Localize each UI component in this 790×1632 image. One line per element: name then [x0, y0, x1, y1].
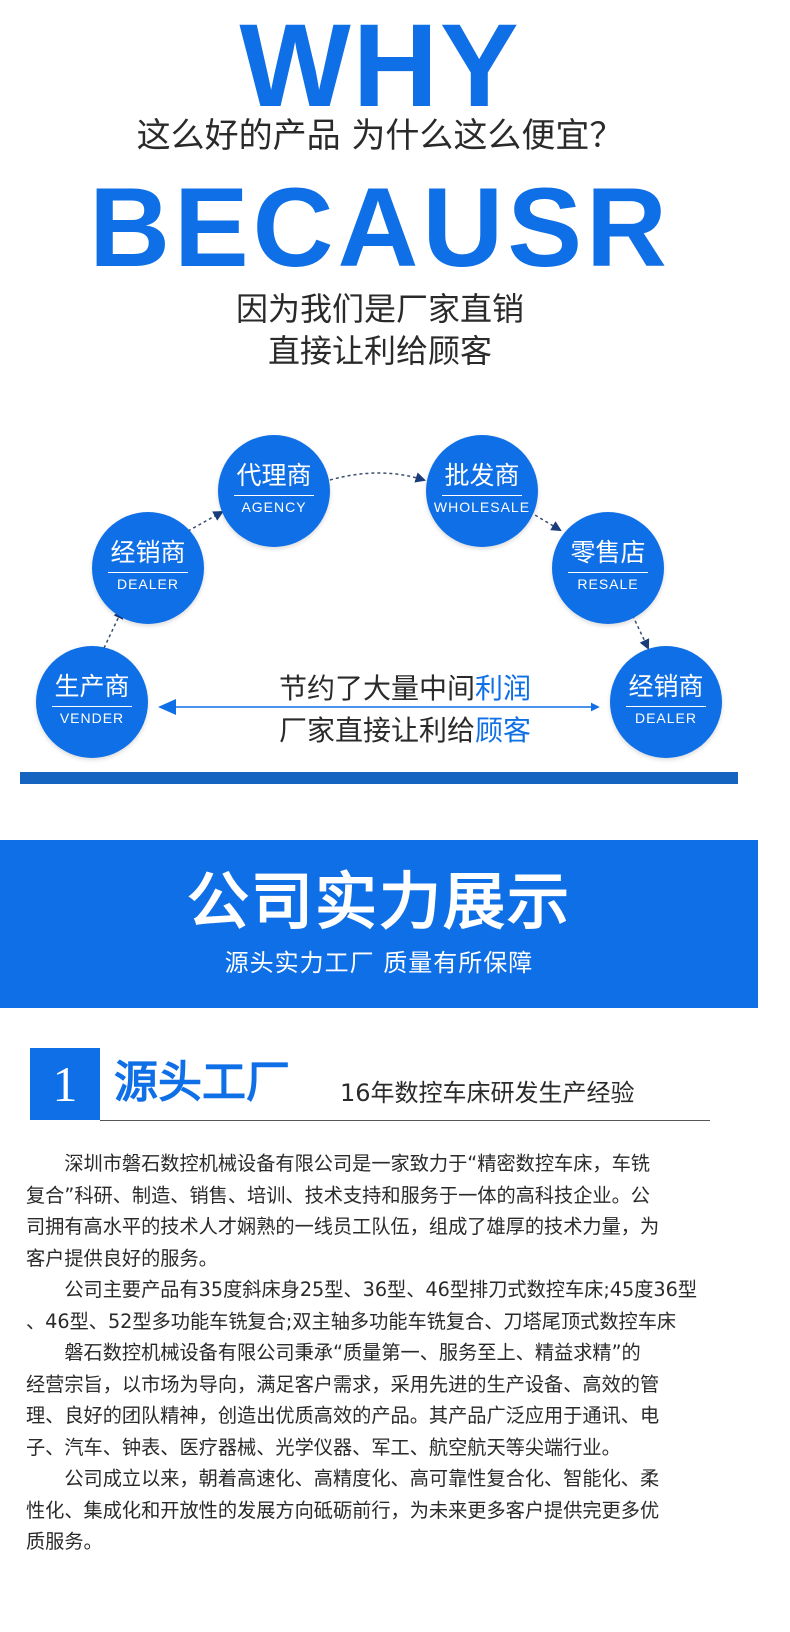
intro-line: 经营宗旨，以市场为导向，满足客户需求，采用先进的生产设备、高效的管 — [26, 1373, 660, 1396]
node-dealer-cn: 经销商 — [110, 538, 186, 567]
section-number-badge: 1 — [30, 1048, 100, 1120]
node-vender-en: VENDER — [59, 710, 125, 726]
reason-line-1: 因为我们是厂家直销 — [235, 290, 524, 328]
node-dealer-final: 经销商 DEALER — [610, 646, 722, 758]
reason-line-2: 直接让利给顾客 — [267, 332, 492, 370]
strength-banner — [0, 840, 758, 1008]
node-resale-divider — [568, 572, 648, 573]
section-underline — [100, 1120, 710, 1121]
intro-line: 、46型、52型多功能车铣复合;双主轴多功能车铣复合、刀塔尾顶式数控车床 — [26, 1310, 677, 1333]
node-dealer-final-cn: 经销商 — [628, 672, 704, 701]
banner-title: 公司实力展示 — [186, 865, 571, 938]
node-wholesale: 批发商 WHOLESALE — [426, 435, 538, 547]
middle-line-1-prefix: 节约了大量中间 — [278, 672, 475, 705]
intro-line: 深圳市磐石数控机械设备有限公司是一家致力于“精密数控车床，车铣 — [26, 1152, 650, 1175]
arrow-agency-to-wholesale — [329, 472, 427, 483]
node-vender-divider — [52, 706, 132, 707]
intro-line: 客户提供良好的服务。 — [26, 1247, 218, 1270]
node-agency-en: AGENCY — [241, 499, 307, 515]
node-resale: 零售店 RESALE — [552, 512, 664, 624]
node-wholesale-cn: 批发商 — [444, 461, 520, 490]
arrow-dealer-to-agency — [187, 510, 224, 532]
because-heading: BECAUSR — [89, 165, 671, 290]
intro-line: 公司主要产品有35度斜床身25型、36型、46型排刀式数控车床;45度36型 — [26, 1278, 698, 1301]
intro-line: 公司成立以来，朝着高速化、高精度化、高可靠性复合化、智能化、柔 — [26, 1467, 660, 1490]
middle-line-2: 厂家直接让利给顾客 — [200, 712, 610, 750]
node-vender: 生产商 VENDER — [36, 646, 148, 758]
intro-line: 磐石数控机械设备有限公司秉承“质量第一、服务至上、精益求精”的 — [26, 1341, 641, 1364]
node-dealer: 经销商 DEALER — [92, 512, 204, 624]
double-arrow-left-head — [158, 699, 176, 715]
node-agency-divider — [234, 495, 314, 496]
intro-line: 性化、集成化和开放性的发展方向砥砺前行，为未来更多客户提供完更多优 — [26, 1499, 660, 1522]
intro-line: 司拥有高水平的技术人才娴熟的一线员工队伍，组成了雄厚的技术力量，为 — [26, 1215, 660, 1238]
question-text: 这么好的产品 为什么这么便宜？ — [136, 116, 624, 156]
intro-line: 子、汽车、钟表、医疗器械、光学仪器、军工、航空航天等尖端行业。 — [26, 1436, 621, 1459]
middle-line-2-highlight: 顾客 — [475, 714, 532, 747]
node-dealer-final-en: DEALER — [634, 710, 698, 726]
node-resale-en: RESALE — [577, 576, 639, 592]
arrow-vender-to-dealer — [103, 608, 124, 649]
section-subtitle: 16年数控车床研发生产经验 — [340, 1079, 635, 1107]
intro-line: 质服务。 — [26, 1530, 103, 1553]
node-dealer-final-divider — [626, 706, 706, 707]
middle-line-1: 节约了大量中间利润 — [200, 670, 610, 708]
intro-line: 理、良好的团队精神，创造出优质高效的产品。其产品广泛应用于通讯、电 — [26, 1404, 660, 1427]
node-agency: 代理商 AGENCY — [218, 435, 330, 547]
why-heading: WHY — [239, 0, 521, 132]
middle-line-2-prefix: 厂家直接让利给 — [278, 714, 475, 747]
banner-subtitle: 源头实力工厂 质量有所保障 — [224, 949, 534, 977]
middle-line-1-highlight: 利润 — [475, 672, 532, 705]
section-title: 源头工厂 — [114, 1057, 290, 1108]
intro-line: 复合”科研、制造、销售、培训、技术支持和服务于一体的高科技企业。公 — [26, 1184, 650, 1207]
node-vender-cn: 生产商 — [54, 672, 130, 701]
node-resale-cn: 零售店 — [570, 538, 646, 567]
node-dealer-en: DEALER — [116, 576, 180, 592]
node-dealer-divider — [108, 572, 188, 573]
node-agency-cn: 代理商 — [236, 461, 312, 490]
node-wholesale-en: WHOLESALE — [433, 499, 531, 515]
section-divider — [20, 772, 738, 784]
node-wholesale-divider — [442, 495, 522, 496]
